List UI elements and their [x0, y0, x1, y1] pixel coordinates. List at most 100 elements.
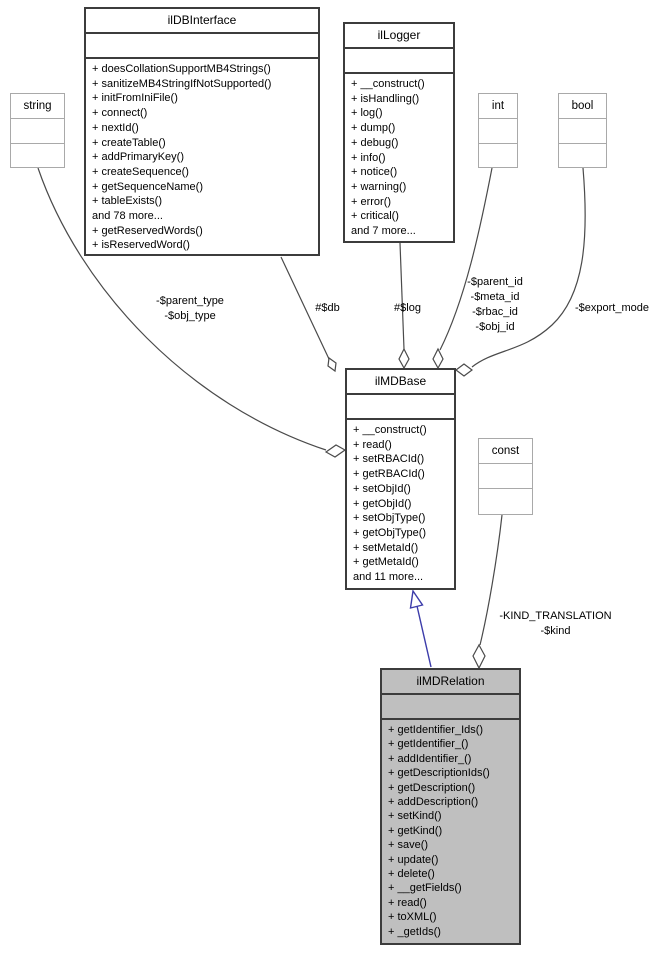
- diamond-kind: [472, 643, 486, 670]
- text-line: + setObjType(): [353, 512, 426, 525]
- text-line: + save(): [388, 839, 429, 852]
- text-line: + setMetaId(): [353, 541, 419, 554]
- text-line: + getReservedWords(): [92, 224, 203, 237]
- class-methods-illogger: + __construct()+ isHandling()+ log()+ du…: [345, 74, 453, 239]
- text-line: + getIdentifier_Ids(): [388, 724, 484, 736]
- edge-ildbinterface-to-ilmdbase: [280, 256, 330, 360]
- text-line: + addDescription(): [388, 796, 479, 809]
- text-line: + update(): [388, 853, 439, 866]
- inheritance-arrowhead: [409, 589, 424, 609]
- text-line: + isHandling(): [351, 92, 420, 105]
- text-line: + connect(): [92, 107, 148, 120]
- class-attrs-ilmdbase: [347, 395, 454, 420]
- text-line: -$kind: [540, 625, 571, 637]
- type-string[interactable]: string: [10, 93, 65, 168]
- type-title-const: const: [479, 439, 532, 464]
- text-line: + debug(): [351, 136, 399, 149]
- text-line: + setObjId(): [353, 482, 411, 495]
- class-title-ilmdbase[interactable]: ilMDBase: [347, 370, 454, 395]
- class-ildbinterface[interactable]: ilDBInterface + doesCollationSupportMB4S…: [84, 7, 320, 256]
- text-line: + warning(): [351, 180, 407, 193]
- text-line: and 78 more...: [92, 210, 163, 223]
- text-line: + getMetaId(): [353, 556, 419, 569]
- text-line: + nextId(): [92, 121, 139, 134]
- text-line: + getKind(): [388, 824, 443, 837]
- text-line: + getDescription(): [388, 781, 476, 794]
- type-title-bool: bool: [559, 94, 606, 119]
- class-attrs-illogger: [345, 49, 453, 74]
- text-line: -$meta_id: [470, 291, 520, 303]
- text-line: + getRBACId(): [353, 468, 425, 481]
- text-line: + log(): [351, 107, 383, 120]
- type-row-empty: [559, 144, 606, 168]
- text-line: + critical(): [351, 210, 399, 223]
- diamond-log: [398, 347, 410, 370]
- edge-illogger-to-ilmdbase: [399, 242, 405, 350]
- text-line: + info(): [351, 151, 386, 164]
- text-line: + read(): [353, 438, 392, 451]
- type-row-empty: [479, 464, 532, 489]
- edge-const-to-ilmdrelation: [479, 514, 503, 646]
- text-line: + toXML(): [388, 911, 437, 924]
- text-line: -$parent_type: [156, 295, 224, 307]
- edge-label-kind: -KIND_TRANSLATION -$kind: [478, 609, 633, 639]
- text-line: + setRBACId(): [353, 453, 425, 466]
- class-title-illogger[interactable]: ilLogger: [345, 24, 453, 49]
- edge-label-export-mode: -$export_mode: [562, 301, 661, 316]
- text-line: + error(): [351, 195, 392, 208]
- text-line: -$parent_id: [467, 276, 523, 288]
- type-row-empty: [479, 119, 517, 144]
- type-row-empty: [479, 489, 532, 513]
- edge-bool-to-ilmdbase: [471, 167, 586, 368]
- text-line: + getObjId(): [353, 497, 412, 510]
- text-line: + tableExists(): [92, 195, 162, 208]
- type-title-string: string: [11, 94, 64, 119]
- text-line: + addPrimaryKey(): [92, 151, 185, 164]
- text-line: -$obj_id: [475, 321, 515, 333]
- edge-int-to-ilmdbase: [439, 167, 493, 351]
- text-line: + notice(): [351, 166, 398, 179]
- text-line: + doesCollationSupportMB4Strings(): [92, 63, 271, 75]
- class-ilmdbase[interactable]: ilMDBase + __construct() + read() + setRBA…: [345, 368, 456, 590]
- text-line: + createSequence(): [92, 165, 189, 178]
- type-int[interactable]: int: [478, 93, 518, 168]
- text-line: + addIdentifier_(): [388, 752, 472, 765]
- text-line: -$rbac_id: [472, 306, 518, 318]
- text-line: + __getFields(): [388, 882, 462, 895]
- text-line: -$obj_type: [164, 310, 216, 322]
- edge-label-parent-type: -$parent_type -$obj_type: [115, 294, 265, 324]
- text-line: + delete(): [388, 868, 435, 881]
- type-row-empty: [559, 119, 606, 144]
- class-illogger[interactable]: ilLogger + __construct()+ isHandling()+ …: [343, 22, 455, 243]
- type-bool[interactable]: bool: [558, 93, 607, 168]
- text-line: -$export_mode: [575, 302, 649, 314]
- diamond-int: [432, 347, 444, 370]
- text-line: + getObjType(): [353, 526, 427, 539]
- edge-label-log: #$log: [380, 301, 435, 316]
- text-line: -KIND_TRANSLATION: [499, 610, 612, 622]
- text-line: + getSequenceName(): [92, 180, 203, 193]
- text-line: + __construct(): [353, 424, 427, 436]
- class-attrs-ildbinterface: [86, 34, 318, 59]
- text-line: #$log: [394, 302, 421, 314]
- type-title-int: int: [479, 94, 517, 119]
- class-title-ildbinterface[interactable]: ilDBInterface: [86, 9, 318, 34]
- text-line: + sanitizeMB4StringIfNotSupported(): [92, 77, 272, 90]
- diamond-db: [327, 356, 337, 373]
- text-line: + isReservedWord(): [92, 239, 190, 252]
- type-row-empty: [479, 144, 517, 168]
- class-attrs-ilmdrelation: [382, 695, 519, 720]
- text-line: + _getIds(): [388, 925, 441, 938]
- text-line: + createTable(): [92, 136, 166, 149]
- type-row-empty: [11, 144, 64, 168]
- text-line: #$db: [315, 302, 340, 314]
- diamond-string: [324, 444, 347, 458]
- text-line: + getDescriptionIds(): [388, 767, 490, 780]
- class-ilmdrelation[interactable]: ilMDRelation + getIdentifier_Ids()+ getI…: [380, 668, 521, 945]
- type-row-empty: [11, 119, 64, 144]
- class-title-ilmdrelation: ilMDRelation: [382, 670, 519, 695]
- edge-inheritance: [416, 605, 432, 668]
- type-const[interactable]: const: [478, 438, 533, 515]
- text-line: + initFromIniFile(): [92, 92, 178, 105]
